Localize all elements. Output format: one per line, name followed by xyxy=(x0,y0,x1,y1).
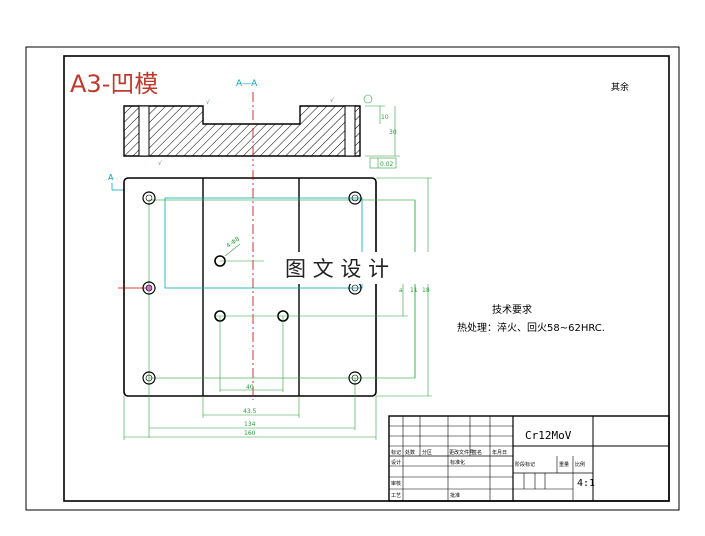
horizontal-dimensions: 40 43.5 134 160 xyxy=(123,384,377,440)
dim-height-c: 18 xyxy=(422,287,430,294)
svg-text:处数: 处数 xyxy=(405,449,415,456)
svg-text:审核: 审核 xyxy=(391,480,401,487)
material: Cr12MoV xyxy=(525,429,572,442)
dim-flatness: 0.02 xyxy=(380,161,394,168)
dim-width-inner: 134 xyxy=(244,421,256,428)
view-marker: A xyxy=(108,173,114,182)
svg-text:设计: 设计 xyxy=(391,459,401,466)
outer-frame xyxy=(25,46,680,511)
inner-frame xyxy=(63,55,670,502)
watermark: 图 文 设 计 xyxy=(285,257,389,281)
plan-view: 4-Φ8 xyxy=(118,170,416,438)
title-block-labels: 标记 处数 分区 更改文件号 签名 年月日 设计 标准化 阶段标记 重量 比例 … xyxy=(391,449,585,499)
svg-text:标准化: 标准化 xyxy=(450,459,465,466)
dim-slot-width: 43.5 xyxy=(243,408,257,415)
datum-circle xyxy=(363,94,373,104)
dim-center-x: 40 xyxy=(246,384,254,391)
dim-width-overall: 160 xyxy=(244,430,256,437)
svg-text:标记: 标记 xyxy=(391,449,401,456)
flatness-box xyxy=(369,157,397,169)
title-block xyxy=(388,415,670,502)
surface-finish-note: 其余 xyxy=(611,81,629,93)
vertical-dimensions: a 11 18 xyxy=(376,177,432,397)
finish-mark: √ xyxy=(330,97,334,104)
dim-height-b: 11 xyxy=(410,287,418,294)
svg-text:更改文件号: 更改文件号 xyxy=(449,449,474,456)
svg-text:工艺: 工艺 xyxy=(391,493,401,499)
dim-height-a: a xyxy=(399,287,403,294)
tech-line: 热处理：淬火、回火58~62HRC. xyxy=(457,321,605,334)
finish-mark: √ xyxy=(158,160,162,167)
section-view: 10 30 √ √ √ 0.02 xyxy=(123,92,400,169)
svg-text:批准: 批准 xyxy=(450,492,460,499)
svg-text:分区: 分区 xyxy=(422,449,432,456)
scale: 4:1 xyxy=(577,478,595,489)
dim-step: 10 xyxy=(381,114,389,121)
dim-hole-note: 4-Φ8 xyxy=(225,235,241,249)
tech-heading: 技术要求 xyxy=(492,303,532,316)
svg-text:签名: 签名 xyxy=(472,449,482,456)
watermark-band xyxy=(264,252,432,284)
svg-text:比例: 比例 xyxy=(575,461,585,468)
section-label: A—A xyxy=(236,79,258,89)
svg-text:重量: 重量 xyxy=(559,461,569,468)
svg-text:阶段标记: 阶段标记 xyxy=(515,461,535,468)
dim-thickness: 30 xyxy=(389,129,397,136)
svg-text:年月日: 年月日 xyxy=(492,449,507,456)
finish-mark: √ xyxy=(206,99,210,106)
sheet-title: A3-凹模 xyxy=(70,70,158,98)
